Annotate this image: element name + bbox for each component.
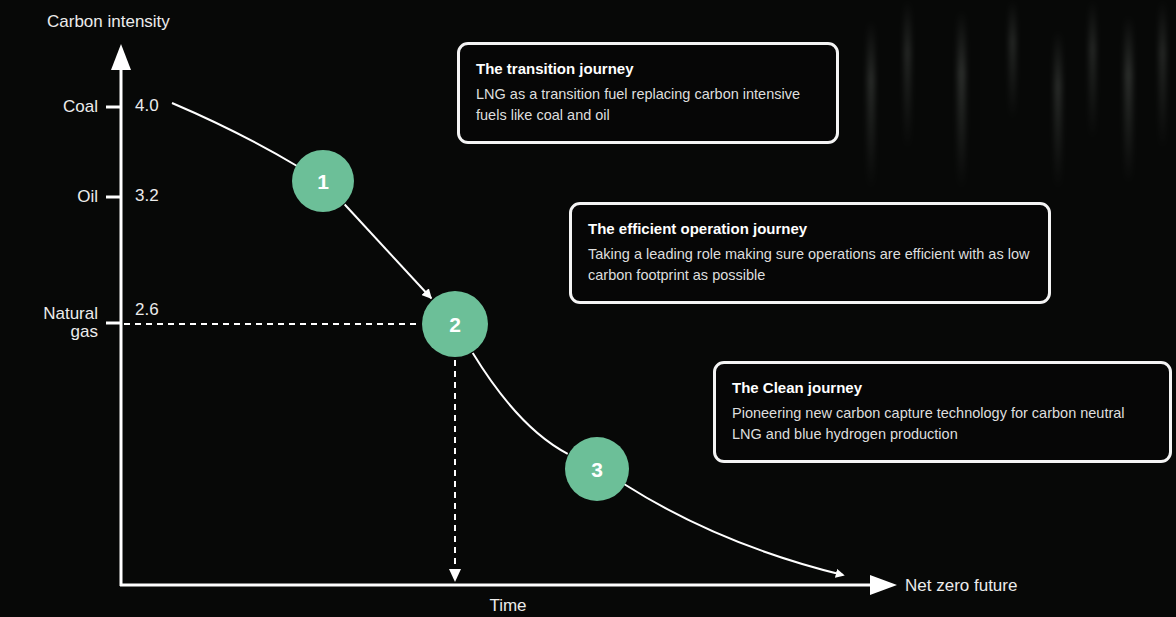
journey-box: The efficient operation journeyTaking a … (569, 202, 1051, 304)
axis-tick (106, 106, 121, 109)
box-body: Pioneering new carbon capture technology… (732, 403, 1153, 445)
fuel-label: Coal (63, 98, 98, 116)
step-circle: 2 (422, 291, 488, 357)
fuel-label: Oil (77, 188, 98, 206)
axis-title: Carbon intensity (47, 13, 170, 31)
axis-tick (106, 322, 121, 325)
axis-value: 3.2 (135, 187, 159, 205)
axis-value: 4.0 (135, 97, 159, 115)
axis-title: Net zero future (905, 577, 1017, 595)
journey-box: The Clean journeyPioneering new carbon c… (713, 361, 1172, 463)
box-heading: The efficient operation journey (588, 219, 1032, 239)
axis-title: Time (489, 597, 526, 615)
box-heading: The Clean journey (732, 378, 1153, 398)
box-body: Taking a leading role making sure operat… (588, 244, 1032, 286)
y-axis-arrowhead (111, 44, 131, 70)
dashed-arrowhead (449, 569, 461, 582)
y-axis (120, 66, 123, 586)
curve-connector (345, 205, 432, 299)
dashed-guide (124, 323, 418, 325)
box-heading: The transition journey (476, 59, 820, 79)
dashed-guide (454, 360, 456, 572)
x-axis-arrowhead (870, 575, 897, 595)
journey-box: The transition journeyLNG as a transitio… (457, 42, 839, 144)
x-axis (120, 584, 872, 587)
axis-value: 2.6 (135, 301, 159, 319)
intensity-curve (172, 103, 297, 166)
intensity-curve (624, 484, 843, 575)
fuel-label: Natural gas (36, 305, 98, 341)
step-number: 1 (317, 171, 329, 192)
box-body: LNG as a transition fuel replacing carbo… (476, 84, 820, 126)
curve-connector (473, 353, 568, 454)
water-reflections (868, 0, 1165, 190)
step-circle: 1 (292, 150, 354, 212)
axis-tick (106, 196, 121, 199)
step-number: 2 (449, 314, 461, 335)
step-number: 3 (591, 459, 603, 480)
step-circle: 3 (565, 437, 629, 501)
